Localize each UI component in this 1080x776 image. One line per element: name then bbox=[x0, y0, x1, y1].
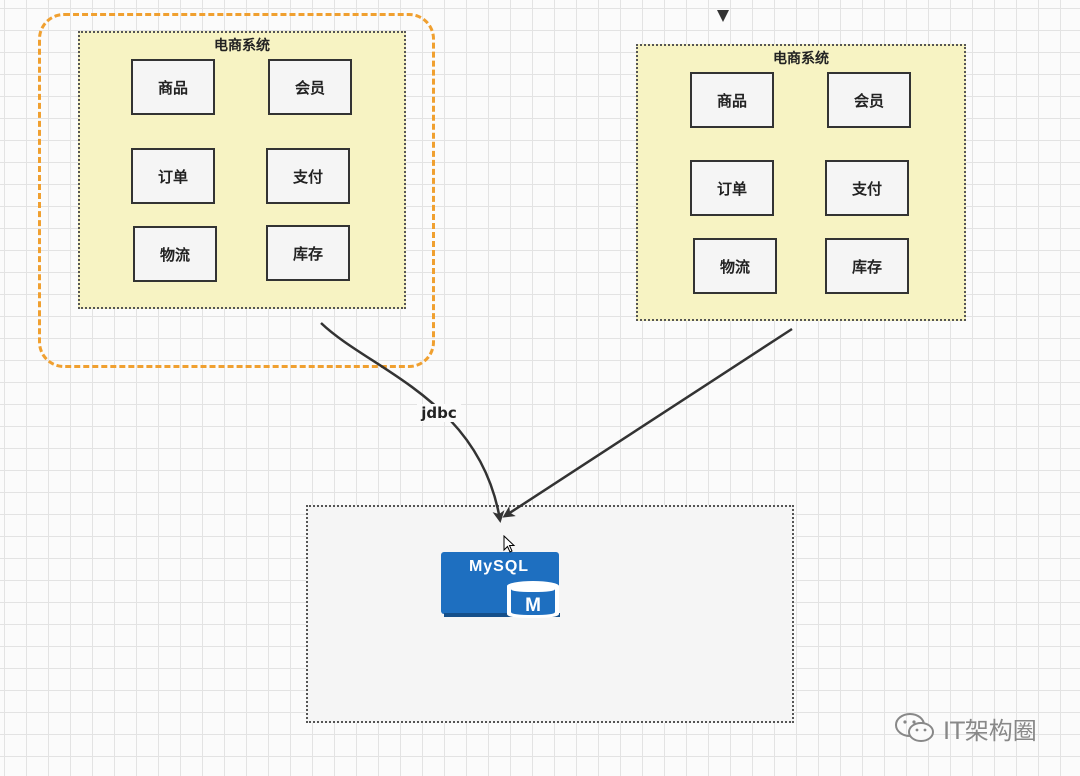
system-title: 电商系统 bbox=[214, 38, 270, 54]
ecommerce-system-right[interactable]: 电商系统 商品 会员 订单 支付 物流 库存 bbox=[636, 44, 966, 321]
module-logistics[interactable]: 物流 bbox=[133, 226, 217, 282]
module-inventory[interactable]: 库存 bbox=[825, 238, 909, 294]
selection-highlight[interactable] bbox=[38, 13, 435, 368]
mysql-badge-text: M bbox=[525, 595, 541, 616]
mysql-logo-text: MySQL bbox=[469, 558, 529, 575]
module-member[interactable]: 会员 bbox=[827, 72, 911, 128]
module-inventory[interactable]: 库存 bbox=[266, 225, 350, 281]
module-order[interactable]: 订单 bbox=[690, 160, 774, 216]
watermark-text: IT架构圈 bbox=[943, 716, 1037, 745]
arrowhead-top bbox=[717, 10, 729, 22]
module-product[interactable]: 商品 bbox=[131, 59, 215, 115]
ecommerce-system-left[interactable]: 电商系统 商品 会员 订单 支付 物流 库存 bbox=[78, 31, 406, 309]
module-member[interactable]: 会员 bbox=[268, 59, 352, 115]
module-logistics[interactable]: 物流 bbox=[693, 238, 777, 294]
module-order[interactable]: 订单 bbox=[131, 148, 215, 204]
watermark: IT架构圈 bbox=[893, 710, 1037, 746]
connection-label-jdbc: jdbc bbox=[417, 404, 461, 422]
wechat-icon bbox=[895, 713, 934, 742]
module-payment[interactable]: 支付 bbox=[825, 160, 909, 216]
mysql-logo: MySQL M bbox=[441, 552, 560, 618]
module-product[interactable]: 商品 bbox=[690, 72, 774, 128]
connector-right-to-db[interactable] bbox=[502, 327, 793, 518]
module-payment[interactable]: 支付 bbox=[266, 148, 350, 204]
system-title: 电商系统 bbox=[773, 51, 829, 67]
mouse-cursor-icon bbox=[503, 535, 516, 553]
